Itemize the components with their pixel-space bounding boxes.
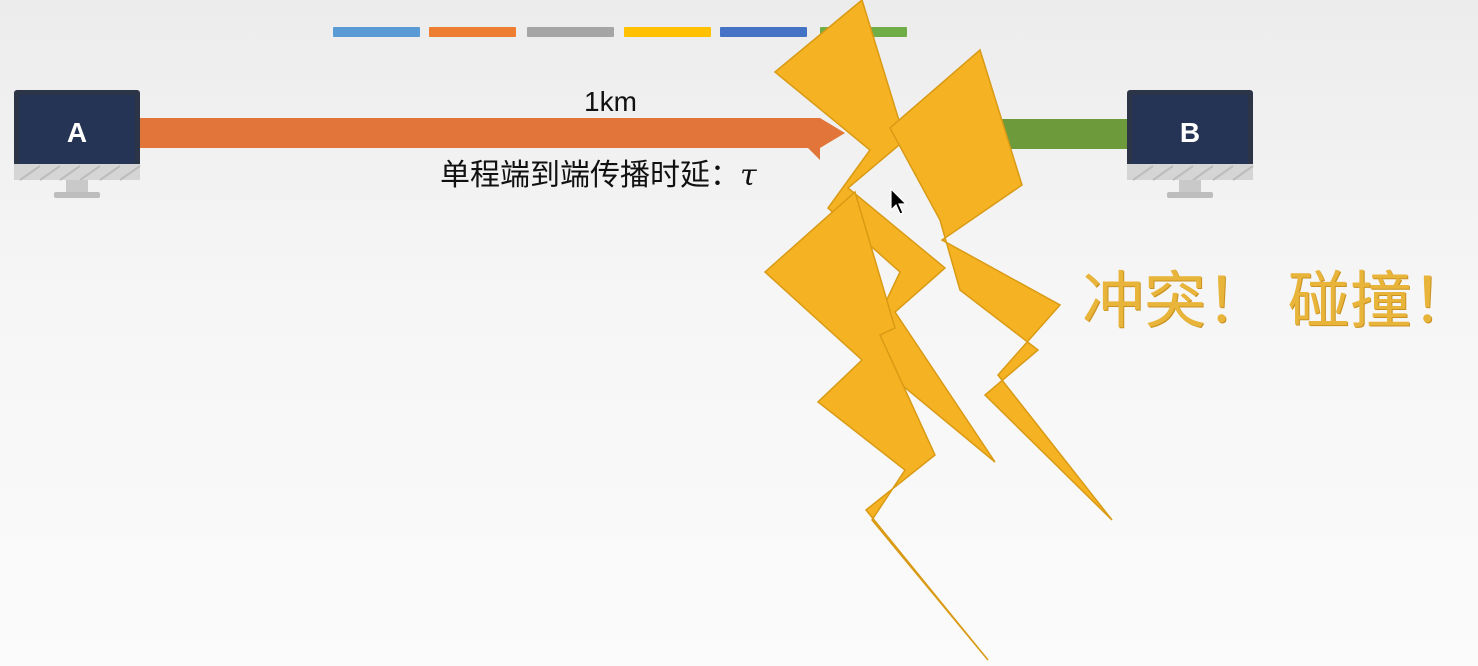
signal-a-arrow [138,118,845,160]
lightning-bolt-front [763,190,989,661]
mouse-pointer-icon [890,188,908,215]
tau-symbol: τ [740,158,757,193]
lightning-bolt-back [773,0,996,463]
legend-bar-blue [333,27,420,37]
propagation-delay-label: 单程端到端传播时延：τ [440,150,757,194]
legend-bar-darkblue [720,27,807,37]
host-b-monitor: B [1127,90,1254,198]
host-b-label: B [1180,117,1200,148]
host-a-monitor: A [14,90,141,198]
host-a-label: A [67,117,87,148]
propagation-delay-text: 单程端到端传播时延： [440,158,740,193]
link-distance-label: 1km [584,86,637,117]
lightning-bolt-icon [763,0,1113,661]
collision-label: 冲突！ 碰撞！ [1082,264,1474,337]
legend-bar-yellow [624,27,711,37]
legend-bar-gray [527,27,614,37]
legend-bar-orange [429,27,516,37]
lightning-bolt-right [889,48,1113,521]
